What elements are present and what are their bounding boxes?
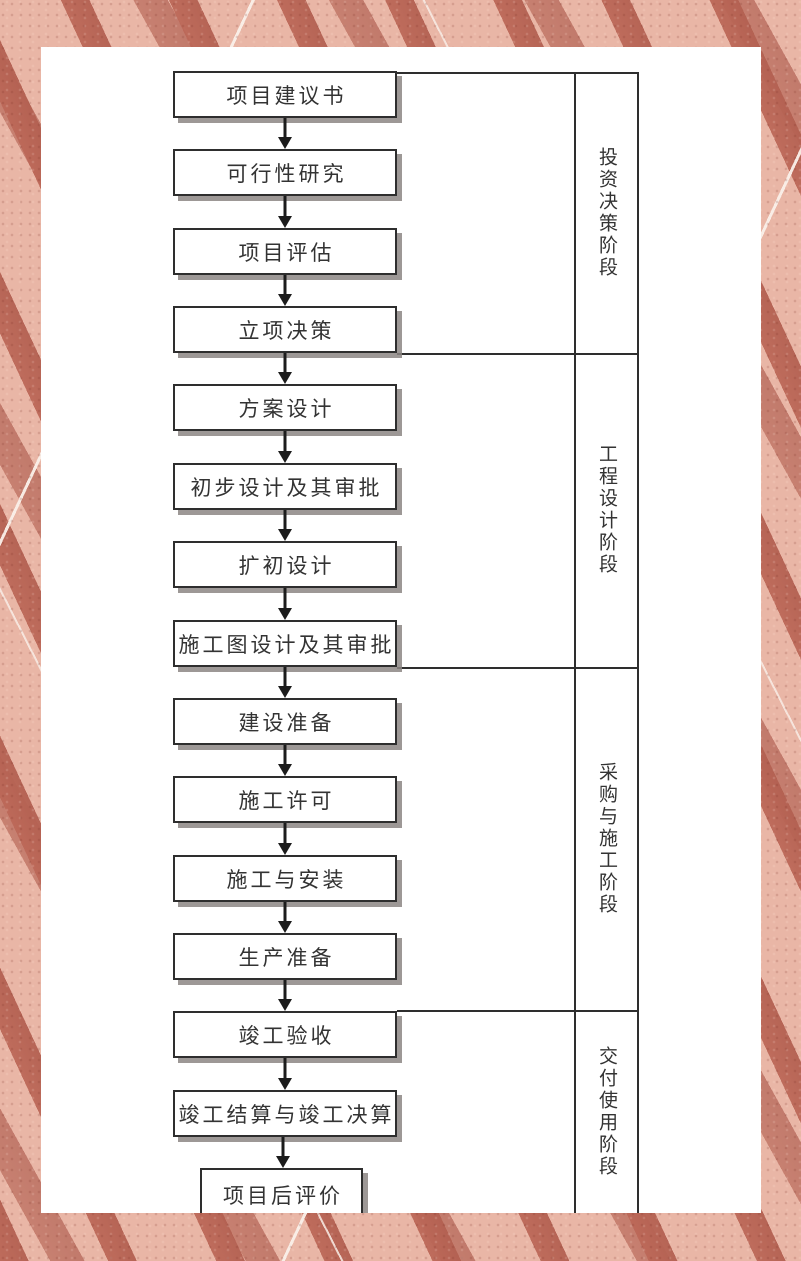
flow-step-label: 立项决策 bbox=[239, 315, 335, 345]
flow-step-label: 项目评估 bbox=[239, 237, 335, 267]
arrow-head-icon bbox=[278, 216, 292, 228]
arrow-shaft bbox=[284, 902, 287, 922]
phase-column-line-right bbox=[637, 72, 639, 1213]
flow-step-label: 施工与安装 bbox=[227, 864, 347, 894]
flow-step-box: 项目建议书 bbox=[173, 71, 397, 118]
flow-step-label: 可行性研究 bbox=[227, 158, 347, 188]
flow-arrow-down bbox=[278, 745, 292, 776]
phase-label: 投资决策阶段 bbox=[593, 147, 620, 279]
arrow-head-icon bbox=[278, 451, 292, 463]
flow-arrow-down bbox=[278, 902, 292, 933]
arrow-shaft bbox=[284, 588, 287, 609]
flow-step-box: 竣工结算与竣工决算 bbox=[173, 1090, 397, 1137]
arrow-shaft bbox=[284, 196, 287, 217]
phase-divider-line bbox=[397, 1010, 639, 1012]
flow-step-box: 项目后评价 bbox=[200, 1168, 363, 1213]
flow-step-box: 方案设计 bbox=[173, 384, 397, 431]
flow-arrow-down bbox=[278, 510, 292, 541]
flow-step-box: 立项决策 bbox=[173, 306, 397, 353]
arrow-head-icon bbox=[278, 608, 292, 620]
flow-arrow-down bbox=[278, 980, 292, 1011]
flow-step-box: 施工许可 bbox=[173, 776, 397, 823]
flow-step-box: 竣工验收 bbox=[173, 1011, 397, 1058]
arrow-head-icon bbox=[278, 1078, 292, 1090]
flow-step-box: 建设准备 bbox=[173, 698, 397, 745]
flow-step-label: 初步设计及其审批 bbox=[191, 472, 383, 502]
flow-step-label: 项目建议书 bbox=[227, 80, 347, 110]
flow-arrow-down bbox=[278, 823, 292, 855]
flow-step-box: 项目评估 bbox=[173, 228, 397, 275]
arrow-shaft bbox=[284, 275, 287, 295]
flow-arrow-down bbox=[278, 353, 292, 384]
arrow-shaft bbox=[284, 510, 287, 530]
flow-arrow-down bbox=[278, 1058, 292, 1090]
flow-step-label: 生产准备 bbox=[239, 942, 335, 972]
arrow-head-icon bbox=[278, 843, 292, 855]
phase-divider-line bbox=[397, 353, 639, 355]
phase-divider-line bbox=[397, 72, 639, 74]
flow-step-box: 施工与安装 bbox=[173, 855, 397, 902]
flow-arrow-down bbox=[278, 588, 292, 620]
flow-step-label: 竣工结算与竣工决算 bbox=[179, 1099, 395, 1129]
flow-step-label: 建设准备 bbox=[239, 707, 335, 737]
flow-arrow-down bbox=[278, 431, 292, 463]
flowchart-card: 投资决策阶段工程设计阶段采购与施工阶段交付使用阶段 项目建议书可行性研究项目评估立… bbox=[41, 47, 761, 1213]
arrow-head-icon bbox=[278, 764, 292, 776]
flow-step-label: 竣工验收 bbox=[239, 1020, 335, 1050]
flow-step-box: 扩初设计 bbox=[173, 541, 397, 588]
arrow-head-icon bbox=[278, 686, 292, 698]
arrow-head-icon bbox=[276, 1156, 290, 1168]
arrow-shaft bbox=[284, 745, 287, 765]
arrow-head-icon bbox=[278, 529, 292, 541]
flow-step-label: 扩初设计 bbox=[239, 550, 335, 580]
flow-step-label: 项目后评价 bbox=[223, 1180, 343, 1210]
phase-column-line-left bbox=[574, 72, 576, 1213]
flow-arrow-down bbox=[278, 667, 292, 698]
arrow-shaft bbox=[284, 667, 287, 687]
arrow-head-icon bbox=[278, 372, 292, 384]
flow-arrow-down bbox=[276, 1137, 290, 1168]
phase-label: 工程设计阶段 bbox=[593, 444, 620, 576]
arrow-head-icon bbox=[278, 999, 292, 1011]
arrow-shaft bbox=[284, 823, 287, 844]
flow-arrow-down bbox=[278, 275, 292, 306]
arrow-head-icon bbox=[278, 137, 292, 149]
flow-arrow-down bbox=[278, 118, 292, 149]
arrow-head-icon bbox=[278, 921, 292, 933]
flow-step-label: 施工许可 bbox=[239, 785, 335, 815]
flow-step-box: 施工图设计及其审批 bbox=[173, 620, 397, 667]
arrow-shaft bbox=[284, 1058, 287, 1079]
arrow-shaft bbox=[284, 118, 287, 138]
arrow-head-icon bbox=[278, 294, 292, 306]
flow-step-label: 施工图设计及其审批 bbox=[179, 629, 395, 659]
flow-step-box: 生产准备 bbox=[173, 933, 397, 980]
arrow-shaft bbox=[284, 980, 287, 1000]
phase-label: 采购与施工阶段 bbox=[593, 762, 620, 916]
arrow-shaft bbox=[282, 1137, 285, 1157]
phase-divider-line bbox=[397, 667, 639, 669]
flow-step-label: 方案设计 bbox=[239, 393, 335, 423]
phase-label: 交付使用阶段 bbox=[593, 1046, 620, 1178]
flow-step-box: 可行性研究 bbox=[173, 149, 397, 196]
flow-arrow-down bbox=[278, 196, 292, 228]
arrow-shaft bbox=[284, 353, 287, 373]
flow-step-box: 初步设计及其审批 bbox=[173, 463, 397, 510]
arrow-shaft bbox=[284, 431, 287, 452]
